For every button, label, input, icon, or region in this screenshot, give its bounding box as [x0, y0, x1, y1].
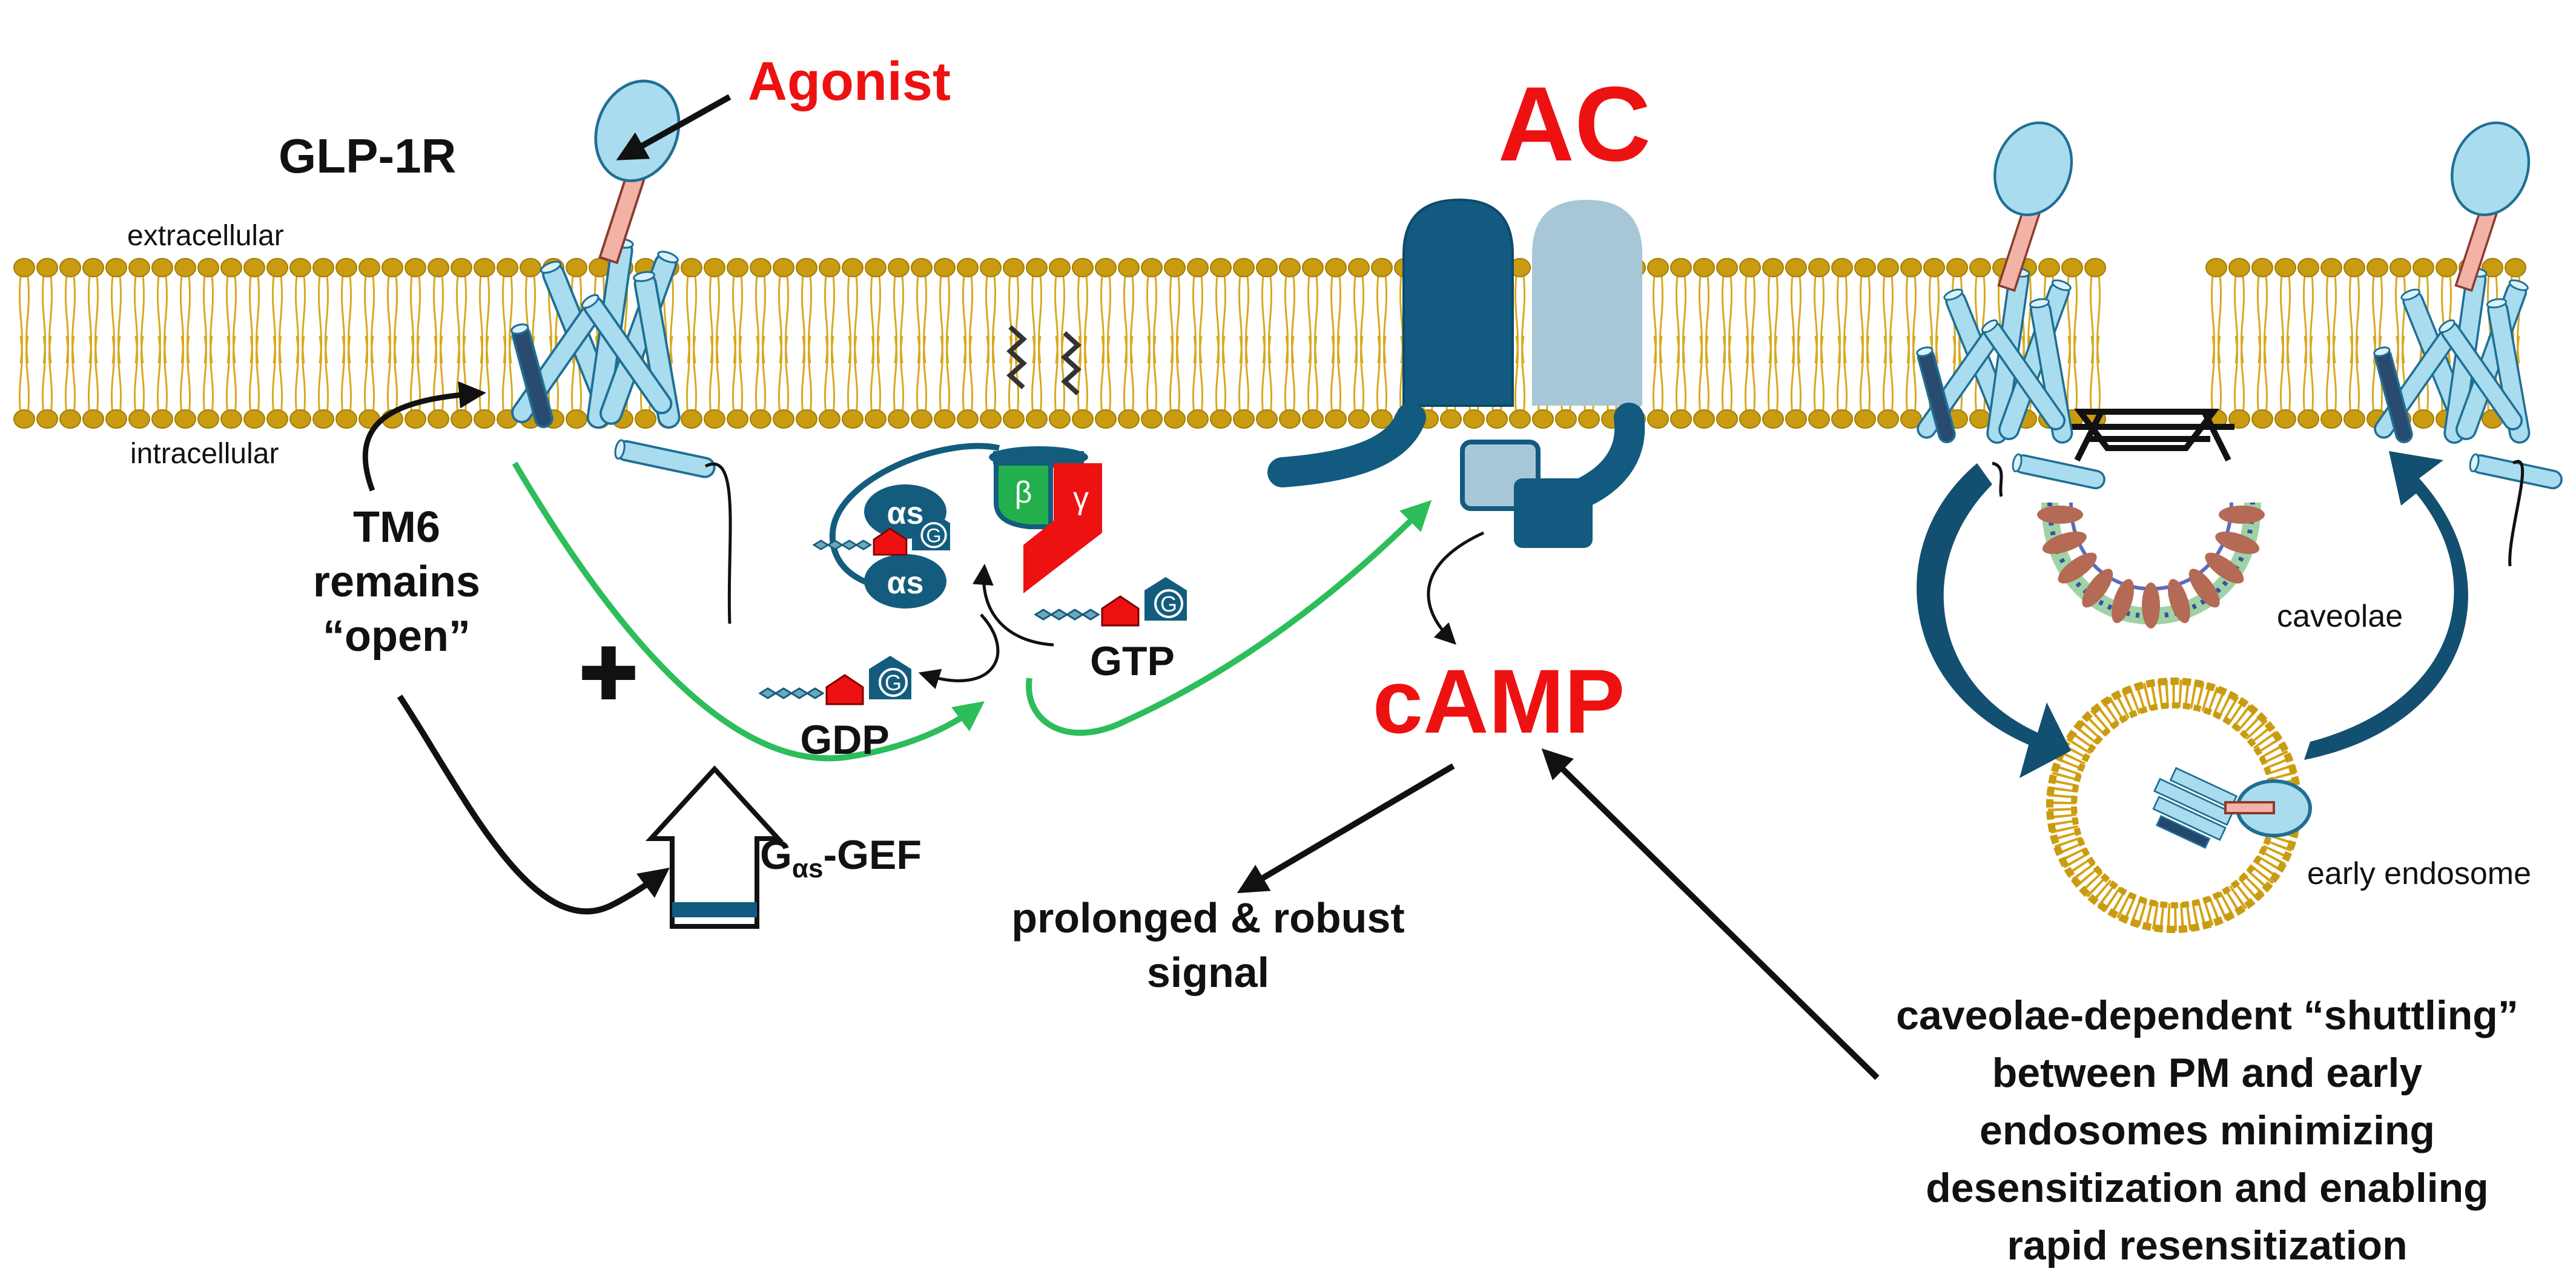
plus-icon: ✚: [578, 634, 639, 715]
tm6-to-gef-arrow: [397, 694, 670, 915]
adenylyl-cyclase: [1267, 198, 1645, 548]
caveolin-protein: [2205, 552, 2244, 584]
agonist-label: Agonist: [748, 51, 951, 112]
shuttle-to-camp-arrow: [1541, 748, 1880, 1080]
gtp-label: GTP: [1090, 638, 1175, 684]
gtp-binding-arrow: [972, 564, 1054, 647]
gdp-label: GDP: [800, 717, 889, 763]
intracellular-label: intracellular: [130, 438, 279, 470]
activation-arrow-1: [512, 461, 985, 762]
beta-label: β: [1015, 475, 1032, 509]
labels: Agonist GLP-1R extracellular intracellul…: [127, 51, 2531, 1268]
tm6-label-line2: remains: [313, 558, 480, 606]
recycling-arrow: [2304, 451, 2468, 760]
shuttle-label-line5: rapid resensitization: [2007, 1222, 2407, 1268]
agonist-pointer: [616, 94, 732, 160]
lipid-bilayer-segment: [2205, 258, 2526, 429]
glp1r-receptor: [2373, 121, 2563, 490]
shuttle-label-line2: between PM and early: [1992, 1050, 2423, 1096]
signal-label-line2: signal: [1147, 949, 1269, 996]
caveolin-protein: [2082, 569, 2113, 608]
early-endosome-label: early endosome: [2307, 856, 2531, 891]
activation-arrow-2: [1026, 500, 1432, 736]
alpha-s-label-top: αs: [887, 496, 924, 531]
caveolin-protein: [2167, 579, 2190, 624]
shuttle-label-line3: endosomes minimizing: [1980, 1107, 2435, 1153]
gdp-released: G: [758, 656, 911, 705]
glp1r-receptor: [510, 79, 716, 478]
gamma-subunit: [1023, 463, 1102, 593]
extracellular-label: extracellular: [127, 220, 284, 252]
alpha-s-subunit-bottom: [864, 554, 946, 609]
signal-label-line1: prolonged & robust: [1011, 894, 1404, 942]
caveolin-protein: [2188, 569, 2220, 608]
caveolin-protein: [2219, 506, 2265, 524]
svg-text:G: G: [926, 525, 941, 547]
tm6-label-line3: “open”: [323, 612, 471, 661]
caveolin-protein: [2142, 582, 2160, 628]
ac-to-camp-arrow: [1427, 531, 1485, 645]
gdp-in-g-alpha: G: [812, 511, 950, 556]
camp-to-signal-arrow: [1237, 763, 1455, 894]
tm6-label-line1: TM6: [353, 503, 440, 552]
lipid-bilayer-segment: [13, 258, 2106, 429]
plasma-membrane: [13, 258, 2526, 429]
caveolae-coat-lines: [2065, 409, 2234, 462]
beta-subunit: [994, 461, 1053, 529]
svg-text:G: G: [885, 670, 902, 695]
glp1r-receptor: [1916, 121, 2105, 490]
camp-label: cAMP: [1373, 650, 1625, 752]
shuttle-label-line4: desensitization and enabling: [1926, 1165, 2488, 1211]
gdp-release-arrow: [918, 613, 1000, 690]
gef-open-arrow: [645, 765, 784, 929]
internalization-arrow: [1917, 463, 2071, 778]
early-endosome-vesicle: [2046, 678, 2312, 933]
tm6-pointer: [362, 381, 486, 492]
gamma-label: γ: [1073, 481, 1089, 516]
glp1r-label: GLP-1R: [279, 129, 456, 183]
shuttle-label-line1: caveolae-dependent “shuttling”: [1896, 992, 2518, 1038]
ac-label: AC: [1498, 65, 1651, 183]
caveolin-protein: [2058, 552, 2097, 584]
caveolin-protein: [2215, 531, 2260, 554]
caveolin-protein: [2037, 506, 2083, 524]
caveolae-label: caveolae: [2277, 599, 2403, 634]
caveolin-protein: [2042, 531, 2087, 554]
arrows: [362, 94, 2525, 1080]
gef-label: Gαs-GEF: [760, 832, 922, 883]
gtp-molecule: G: [1034, 577, 1187, 627]
alpha-s-label-bottom: αs: [887, 566, 924, 601]
caveolae-pit: [2037, 409, 2265, 628]
svg-text:G: G: [1160, 592, 1177, 616]
caveolin-protein: [2112, 579, 2135, 624]
shuttle-cycle-arrows: [1917, 451, 2468, 778]
